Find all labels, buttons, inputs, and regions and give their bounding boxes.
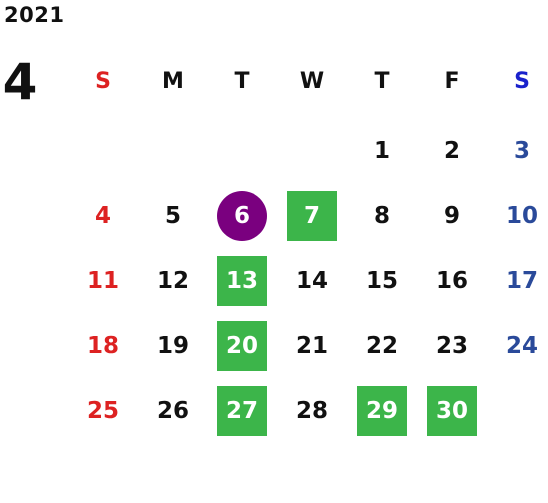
- month-number: 4: [2, 53, 38, 111]
- day-cell-6[interactable]: 6: [217, 191, 267, 241]
- day-cell-21[interactable]: 21: [295, 333, 328, 359]
- day-cell-18[interactable]: 18: [86, 333, 119, 359]
- day-cell-15[interactable]: 15: [365, 268, 398, 294]
- weekday-header: S: [514, 68, 530, 94]
- day-cell-8[interactable]: 8: [373, 203, 390, 229]
- weekday-header: T: [374, 68, 390, 94]
- day-cell-19[interactable]: 19: [156, 333, 189, 359]
- day-cell-16[interactable]: 16: [435, 268, 468, 294]
- day-cell-5[interactable]: 5: [164, 203, 181, 229]
- year-label: 2021: [4, 3, 65, 27]
- weekday-header: M: [162, 68, 184, 94]
- day-cell-11[interactable]: 11: [86, 268, 119, 294]
- day-cell-10[interactable]: 10: [505, 203, 538, 229]
- day-cell-27[interactable]: 27: [217, 386, 267, 436]
- day-cell-2[interactable]: 2: [443, 138, 460, 164]
- day-cell-12[interactable]: 12: [156, 268, 189, 294]
- day-cell-9[interactable]: 9: [443, 203, 460, 229]
- day-cell-13[interactable]: 13: [217, 256, 267, 306]
- day-cell-26[interactable]: 26: [156, 398, 189, 424]
- day-cell-30[interactable]: 30: [427, 386, 477, 436]
- day-cell-24[interactable]: 24: [505, 333, 538, 359]
- day-cell-3[interactable]: 3: [513, 138, 530, 164]
- day-cell-4[interactable]: 4: [94, 203, 111, 229]
- weekday-header: W: [299, 68, 325, 94]
- weekday-header: T: [234, 68, 250, 94]
- day-cell-25[interactable]: 25: [86, 398, 119, 424]
- day-cell-29[interactable]: 29: [357, 386, 407, 436]
- weekday-header: S: [95, 68, 111, 94]
- day-cell-23[interactable]: 23: [435, 333, 468, 359]
- weekday-header: F: [444, 68, 460, 94]
- day-cell-1[interactable]: 1: [373, 138, 390, 164]
- day-cell-14[interactable]: 14: [295, 268, 328, 294]
- day-cell-28[interactable]: 28: [295, 398, 328, 424]
- day-cell-17[interactable]: 17: [505, 268, 538, 294]
- day-cell-22[interactable]: 22: [365, 333, 398, 359]
- day-cell-20[interactable]: 20: [217, 321, 267, 371]
- day-cell-7[interactable]: 7: [287, 191, 337, 241]
